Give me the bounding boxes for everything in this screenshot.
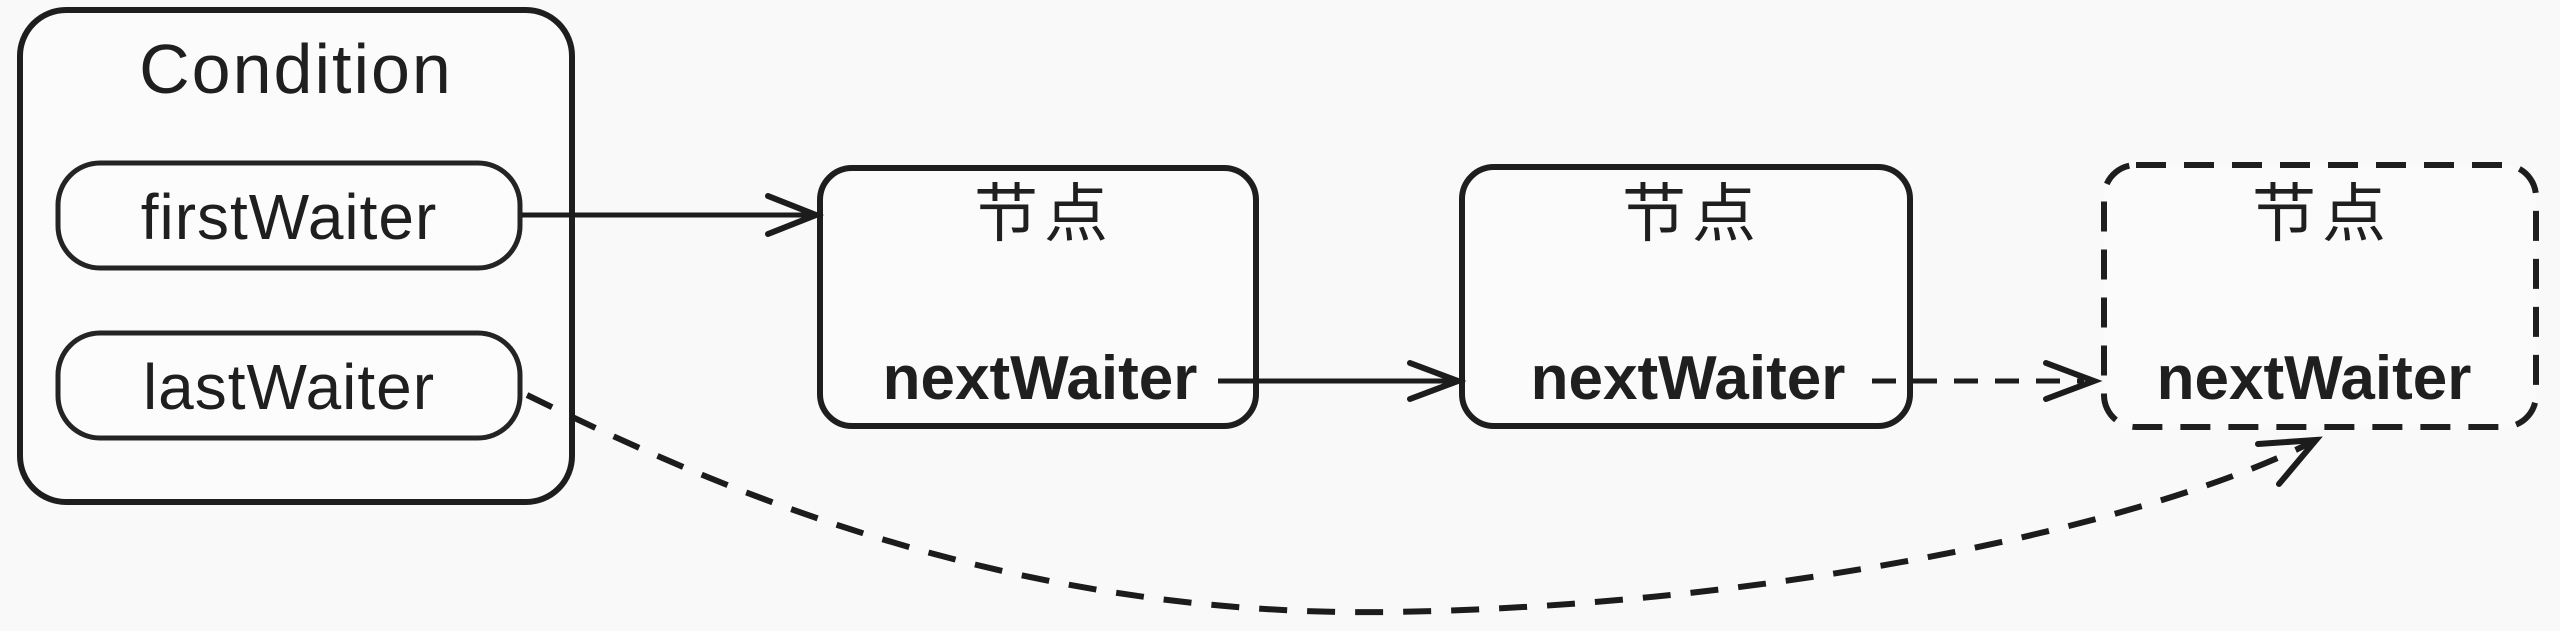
edge-node-2-to-node-3-dashed (1872, 360, 2103, 402)
arrowhead-icon (765, 193, 825, 237)
node-2-title: 节点 (1622, 178, 1762, 250)
arrowhead-icon (2043, 360, 2103, 402)
last-waiter-pill (55, 330, 523, 441)
node-1-next-waiter-label: nextWaiter (883, 344, 1198, 413)
first-waiter-label: firstWaiter (141, 181, 438, 253)
arrowhead-icon (1407, 360, 1467, 402)
first-waiter-pill (55, 160, 523, 271)
condition-title: Condition (139, 30, 453, 108)
node-3-next-waiter-label: nextWaiter (2157, 344, 2472, 413)
edge-first-waiter-to-node-1 (522, 193, 825, 237)
edge-node-1-to-node-2 (1218, 360, 1467, 402)
node-3-box-dashed (2101, 162, 2539, 430)
node-2-next-waiter-label: nextWaiter (1531, 344, 1846, 413)
node-1-box (817, 165, 1259, 429)
node-2-box (1459, 164, 1913, 429)
node-1-title: 节点 (974, 178, 1114, 250)
arrowhead-icon (2255, 436, 2323, 487)
edge-last-waiter-curve (525, 392, 2314, 616)
node-3-title: 节点 (2252, 178, 2392, 250)
edge-last-waiter-to-node-3-curved (525, 392, 2323, 616)
last-waiter-label: lastWaiter (143, 351, 435, 423)
